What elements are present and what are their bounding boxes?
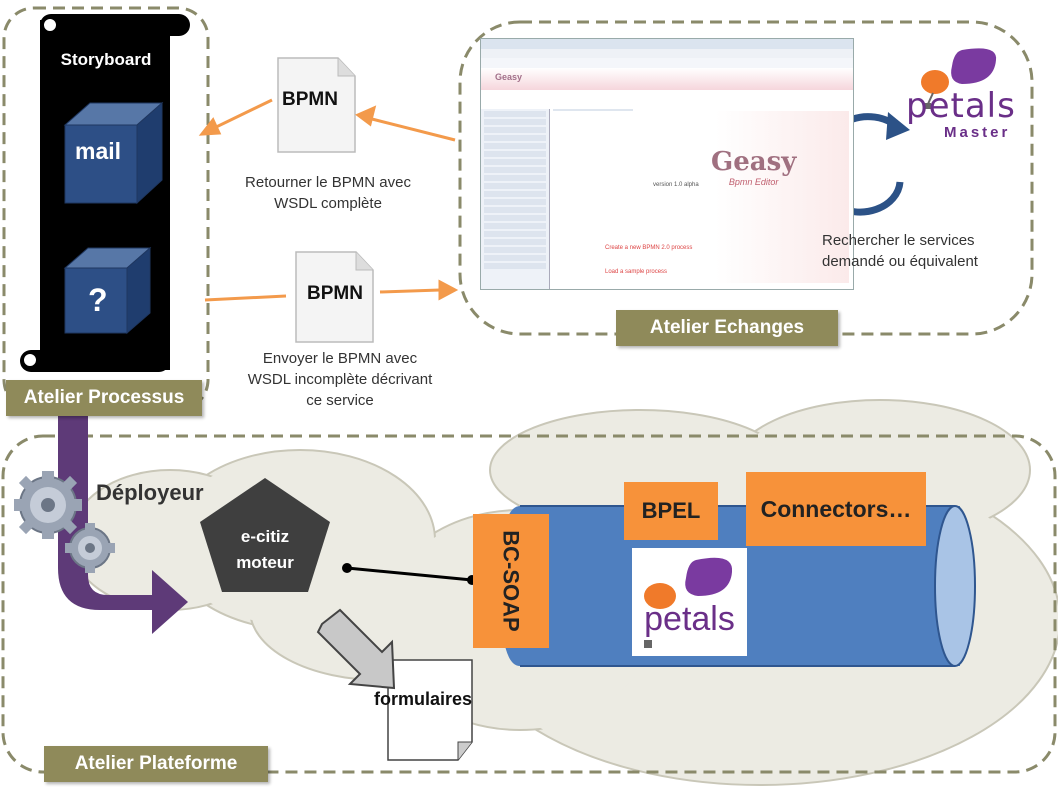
load-sample-link[interactable]: Load a sample process — [605, 269, 668, 275]
browser-toolbar — [481, 58, 853, 68]
doc-bpmn-send — [295, 251, 374, 343]
caption-send: Envoyer le BPMN avec WSDL incomplète déc… — [230, 348, 450, 411]
doc-bpmn-return-label: BPMN — [282, 89, 338, 110]
doc-formulaires-label: formulaires — [374, 689, 473, 709]
caption-search-line1: Rechercher le services — [822, 232, 975, 249]
deployer-label: Déployeur — [96, 480, 204, 505]
caption-search: Rechercher le services demandé ou équiva… — [822, 230, 1012, 272]
caption-return-line1: Retourner le BPMN avec — [245, 174, 411, 191]
version-text: version 1.0 alpha — [653, 182, 699, 188]
browser-address-bar — [481, 39, 853, 49]
doc-formulaires — [387, 659, 473, 761]
engine-pentagon — [200, 478, 330, 592]
arrow-to-forms — [316, 608, 396, 690]
caption-return-line2: WSDL complète — [274, 195, 382, 212]
cube-question-label: ? — [88, 282, 108, 318]
connectors-box: Connectors… — [746, 472, 926, 546]
bpel-box: BPEL — [624, 482, 718, 540]
palette-sidebar — [481, 109, 550, 289]
cube-mail-label: mail — [75, 138, 122, 164]
gear-icon-small — [65, 523, 115, 573]
petals-master-logo — [921, 48, 997, 109]
geasy-logo-word: Geasy — [711, 147, 797, 177]
label-atelier-echanges: Atelier Echanges — [616, 310, 838, 346]
bc-soap-label: BC-SOAP — [499, 530, 525, 632]
caption-search-line2: demandé ou équivalent — [822, 253, 978, 270]
doc-bpmn-return — [277, 57, 356, 153]
petals-logo-box — [632, 548, 747, 656]
geasy-header-logo: Geasy — [495, 72, 523, 82]
cube-mail — [63, 101, 164, 205]
arrow-send-bpmn — [204, 279, 459, 302]
engine-label-line1: e-citiz — [240, 527, 290, 546]
caption-send-line3: ce service — [306, 392, 374, 409]
caption-return: Retourner le BPMN avec WSDL complète — [228, 172, 428, 214]
geasy-logo: Geasy Bpmn Editor — [711, 147, 796, 187]
storyboard-title: Storyboard — [60, 50, 152, 69]
cube-question — [63, 246, 152, 335]
engine-label: e-citiz moteur — [222, 524, 308, 576]
gear-icon-large — [14, 471, 82, 539]
label-atelier-plateforme: Atelier Plateforme — [44, 746, 268, 782]
caption-send-line2: WSDL incomplète décrivant — [247, 371, 433, 388]
engine-label-line2: moteur — [236, 553, 294, 572]
deploy-arrow — [58, 415, 188, 634]
caption-send-line1: Envoyer le BPMN avec — [262, 350, 418, 367]
petals-logo-word: petals — [644, 600, 735, 638]
create-process-link[interactable]: Create a new BPMN 2.0 process — [605, 245, 693, 251]
geasy-screenshot: Geasy Geasy Bpmn Editor version 1.0 alph… — [480, 38, 854, 290]
geasy-header: Geasy — [481, 68, 853, 90]
petals-master-sub: Master — [944, 124, 1011, 141]
doc-bpmn-send-label: BPMN — [307, 283, 363, 304]
geasy-logo-sub: Bpmn Editor — [728, 177, 779, 187]
arrow-return-bpmn — [198, 98, 456, 142]
petals-master-word: petals — [906, 86, 1016, 126]
bc-soap-box: BC-SOAP — [473, 514, 549, 648]
label-atelier-processus: Atelier Processus — [6, 380, 202, 416]
welcome-panel — [553, 111, 849, 283]
